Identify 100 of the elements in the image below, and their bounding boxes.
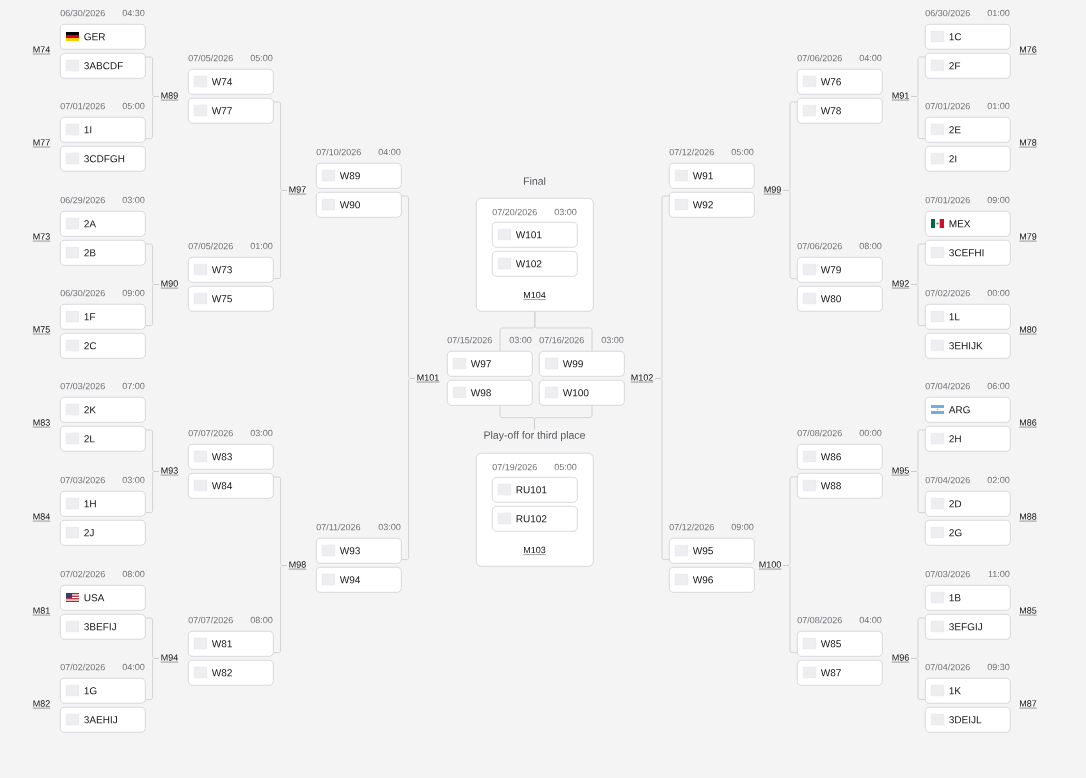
section-heading: Final — [524, 177, 546, 185]
date-text: 07/08/2026 — [797, 429, 842, 437]
team-box: 2H — [925, 426, 1011, 452]
match-label: M79 — [1019, 233, 1037, 242]
match-label: M74 — [32, 46, 51, 55]
team-box: W102 — [492, 251, 578, 277]
team-box: W87 — [797, 660, 883, 686]
match-label: M87 — [1019, 700, 1037, 709]
match-label: M89 — [160, 92, 179, 101]
team-box: W83 — [188, 444, 274, 470]
match-label: M101 — [416, 374, 440, 383]
team-box: 2A — [60, 211, 146, 237]
team-box: W98 — [447, 380, 533, 406]
time-text: 03:00 — [601, 336, 624, 344]
team-box: W82 — [188, 660, 274, 686]
match-label: M97 — [288, 186, 307, 195]
team-box: W93 — [316, 538, 402, 564]
bracket-line — [145, 658, 160, 700]
match-label: M86 — [1019, 419, 1037, 428]
match-label: M85 — [1019, 607, 1037, 616]
team-box: W76 — [797, 69, 883, 95]
team-box: 1I — [60, 117, 146, 143]
team-box: W75 — [188, 286, 274, 312]
bracket-line — [145, 471, 160, 513]
team-box: 2F — [925, 53, 1011, 79]
time-text: 03:00 — [378, 523, 401, 531]
team-box: 1L — [925, 304, 1011, 330]
time-text: 09:00 — [122, 289, 145, 297]
team-box: 1C — [925, 24, 1011, 50]
team-box: 1F — [60, 304, 146, 330]
team-box: 3EHIJK — [925, 333, 1011, 359]
time-text: 07:00 — [122, 382, 145, 390]
team-box: W96 — [669, 567, 755, 593]
date-text: 07/15/2026 — [447, 336, 492, 344]
time-text: 00:00 — [987, 289, 1010, 297]
match-label: M80 — [1019, 326, 1037, 335]
time-text: 03:00 — [122, 196, 145, 204]
match-label: M95 — [891, 467, 910, 476]
team-box: 2I — [925, 146, 1011, 172]
match-label: M76 — [1019, 46, 1037, 55]
bracket-line — [273, 190, 288, 279]
bracket-line — [654, 378, 670, 560]
date-text: 07/03/2026 — [60, 382, 105, 390]
match-label: M73 — [32, 233, 51, 242]
time-text: 05:00 — [250, 54, 273, 62]
bracket-line — [534, 311, 593, 352]
team-box: W81 — [188, 631, 274, 657]
time-text: 09:00 — [987, 196, 1010, 204]
bracket-line — [910, 96, 926, 139]
time-text: 00:00 — [859, 429, 882, 437]
team-box: 3CDFGH — [60, 146, 146, 172]
date-text: 07/19/2026 — [492, 463, 537, 471]
team-box: W79 — [797, 257, 883, 283]
team-box: W100 — [539, 380, 625, 406]
team-box: W89 — [316, 163, 402, 189]
bracket-line — [910, 284, 926, 326]
team-box: W85 — [797, 631, 883, 657]
time-text: 01:00 — [987, 102, 1010, 110]
team-box: RU102 — [492, 506, 578, 532]
time-text: 01:00 — [250, 242, 273, 250]
match-label: M83 — [32, 419, 51, 428]
date-text: 07/08/2026 — [797, 616, 842, 624]
date-text: 07/12/2026 — [669, 148, 714, 156]
time-text: 11:00 — [988, 570, 1010, 578]
date-text: 07/20/2026 — [492, 208, 537, 216]
team-box: W91 — [669, 163, 755, 189]
bracket-line — [782, 565, 798, 653]
bracket-line — [401, 378, 416, 560]
date-text: 07/06/2026 — [797, 54, 842, 62]
date-text: 07/06/2026 — [797, 242, 842, 250]
match-label: M103 — [523, 546, 546, 555]
match-label: M88 — [1019, 513, 1037, 522]
date-text: 07/04/2026 — [925, 476, 970, 484]
team-box: 1H — [60, 491, 146, 517]
match-label: M99 — [763, 186, 782, 195]
match-label: M75 — [32, 326, 51, 335]
team-box: 3BEFIJ — [60, 614, 146, 640]
bracket-line — [273, 565, 288, 653]
team-box: W84 — [188, 473, 274, 499]
team-box: 1G — [60, 678, 146, 704]
team-box: W88 — [797, 473, 883, 499]
date-text: 07/10/2026 — [316, 148, 361, 156]
time-text: 09:00 — [731, 523, 754, 531]
team-box: 3CEFHI — [925, 240, 1011, 266]
team-box: 2E — [925, 117, 1011, 143]
date-text: 07/02/2026 — [60, 663, 105, 671]
time-text: 04:00 — [122, 663, 145, 671]
match-label: M84 — [32, 513, 51, 522]
team-box: W80 — [797, 286, 883, 312]
match-label: M102 — [630, 374, 654, 383]
date-text: 07/01/2026 — [925, 102, 970, 110]
team-box: W90 — [316, 192, 402, 218]
time-text: 05:00 — [731, 148, 754, 156]
team-box: 1K — [925, 678, 1011, 704]
date-text: 07/07/2026 — [188, 616, 233, 624]
team-box: W95 — [669, 538, 755, 564]
time-text: 03:00 — [250, 429, 273, 437]
date-text: 07/01/2026 — [60, 102, 105, 110]
team-box: W73 — [188, 257, 274, 283]
date-text: 07/07/2026 — [188, 429, 233, 437]
